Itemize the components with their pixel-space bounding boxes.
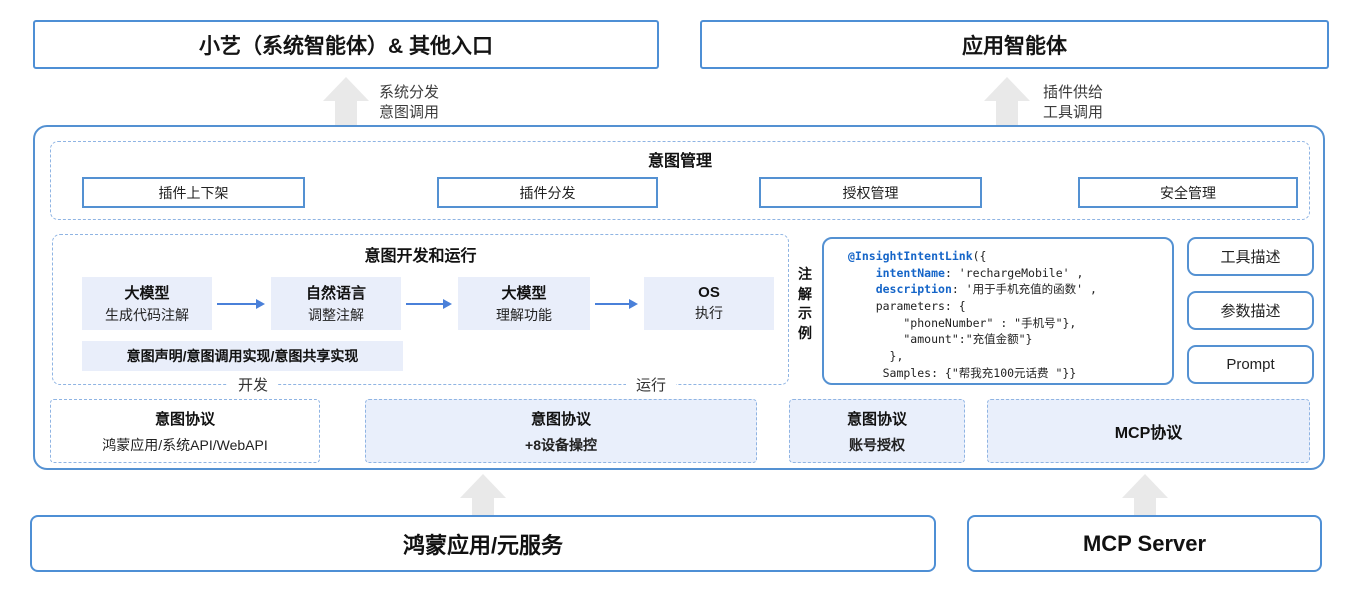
flow-step-title: 大模型 xyxy=(124,285,170,302)
xiaoyi-system-agent-box: 小艺（系统智能体）& 其他入口 xyxy=(33,20,659,69)
flow-step: 大模型生成代码注解 xyxy=(82,277,212,330)
flow-step-subtitle: 生成代码注解 xyxy=(105,307,189,323)
code-line: "phoneNumber" : "手机号"}, xyxy=(848,315,1168,332)
intent-dev-run-title: 意图开发和运行 xyxy=(364,248,477,265)
app-agent-label: 应用智能体 xyxy=(962,34,1067,58)
flow-step-subtitle: 理解功能 xyxy=(496,307,552,323)
mcp-server-box: MCP Server xyxy=(967,515,1322,572)
flow-step-subtitle: 调整注解 xyxy=(308,307,364,323)
flow-step-subtitle: 执行 xyxy=(695,305,723,321)
protocol-box: 意图协议鸿蒙应用/系统API/WebAPI xyxy=(50,399,320,463)
code-text xyxy=(848,282,876,296)
code-keyword: intentName xyxy=(875,265,945,280)
intent-implementation-label: 意图声明/意图调用实现/意图共享实现 xyxy=(82,341,403,371)
code-text: ({ xyxy=(972,249,987,263)
protocol-subtitle: +8设备操控 xyxy=(525,436,597,453)
up-arrow-icon xyxy=(460,474,506,515)
system-dispatch-arrow-label: 系统分发 意图调用 xyxy=(379,84,440,122)
code-line: Samples: {"帮我充100元话费 "}} xyxy=(848,365,1168,382)
protocol-title: 意图协议 xyxy=(530,410,591,428)
code-line: intentName: 'rechargeMobile' , xyxy=(848,265,1168,282)
flow-step-title: 大模型 xyxy=(501,285,547,302)
phase-label-run: 运行 xyxy=(625,376,677,396)
flow-arrow-icon xyxy=(217,299,265,309)
arrow-head-icon xyxy=(460,474,506,498)
protocol-title: MCP协议 xyxy=(1114,425,1183,442)
code-text: }, xyxy=(848,349,904,364)
flow-arrow-icon xyxy=(406,299,452,309)
flow-arrow-icon xyxy=(595,299,638,309)
code-text: : '用于手机充值的函数' , xyxy=(951,282,1097,297)
code-text: : 'rechargeMobile' , xyxy=(944,265,1084,280)
code-text: parameters: { xyxy=(848,299,966,314)
management-item: 插件上下架 xyxy=(82,177,305,208)
arrow-stem xyxy=(1134,498,1156,515)
protocol-title: 意图协议 xyxy=(846,410,907,428)
annotation-code-box: @InsightIntentLink({ intentName: 'rechar… xyxy=(822,237,1174,385)
protocol-box: 意图协议 +8设备操控 xyxy=(365,399,757,463)
harmony-app-label: 鸿蒙应用/元服务 xyxy=(402,532,564,558)
flow-step-title: 自然语言 xyxy=(305,285,366,302)
xiaoyi-system-agent-label: 小艺（系统智能体）& 其他入口 xyxy=(199,34,493,58)
protocol-box: MCP协议 xyxy=(987,399,1310,463)
protocol-title: 意图协议 xyxy=(154,410,215,428)
annotation-example-label: 注解示例 xyxy=(798,266,812,341)
code-text: Samples: {"帮我充100元话费 "}} xyxy=(848,365,1077,380)
protocol-box: 意图协议账号授权 xyxy=(789,399,965,463)
arrow-stem xyxy=(472,498,494,515)
capability-box: 工具描述 xyxy=(1187,237,1314,276)
code-keyword: description xyxy=(875,282,952,297)
arrow-head-icon xyxy=(323,77,369,101)
code-line: }, xyxy=(848,348,1168,365)
management-item: 插件分发 xyxy=(437,177,658,208)
flow-step-title: OS xyxy=(698,284,720,301)
capability-box: 参数描述 xyxy=(1187,291,1314,330)
arrow-head-icon xyxy=(984,77,1030,101)
flow-step: 大模型理解功能 xyxy=(458,277,590,330)
app-agent-box: 应用智能体 xyxy=(700,20,1329,69)
protocol-subtitle: 账号授权 xyxy=(849,436,905,453)
plugin-supply-arrow-label: 插件供给 工具调用 xyxy=(1043,84,1104,122)
management-item: 安全管理 xyxy=(1078,177,1298,208)
intent-dev-run-section: 意图开发和运行 意图声明/意图调用实现/意图共享实现 开发 运行 大模型生成代码… xyxy=(52,234,789,396)
flow-step: 自然语言调整注解 xyxy=(271,277,401,330)
management-item: 授权管理 xyxy=(759,177,982,208)
arrow-head-icon xyxy=(1122,474,1168,498)
intent-management-title: 意图管理 xyxy=(647,153,712,170)
code-line: "amount":"充值金额"} xyxy=(848,331,1168,348)
intent-management-section: 意图管理 插件上下架 插件分发 授权管理 安全管理 xyxy=(50,141,1310,220)
capability-box: Prompt xyxy=(1187,345,1314,384)
intent-framework-container: 意图管理 插件上下架 插件分发 授权管理 安全管理 意图开发和运行 意图声明/意图调用… xyxy=(33,125,1325,470)
code-text: "phoneNumber" : "手机号"}, xyxy=(848,315,1077,330)
code-keyword: @InsightIntentLink xyxy=(848,249,973,263)
code-line: @InsightIntentLink({ xyxy=(848,248,1168,265)
up-arrow-icon xyxy=(984,77,1030,125)
harmony-app-box: 鸿蒙应用/元服务 xyxy=(30,515,936,572)
code-line: parameters: { xyxy=(848,298,1168,315)
code-text: "amount":"充值金额"} xyxy=(848,332,1033,347)
arrow-stem xyxy=(335,101,357,125)
up-arrow-icon xyxy=(1122,474,1168,515)
flow-step: OS 执行 xyxy=(644,277,774,330)
code-line: description: '用于手机充值的函数' , xyxy=(848,281,1168,298)
mcp-server-label: MCP Server xyxy=(1082,530,1207,556)
protocol-subtitle: 鸿蒙应用/系统API/WebAPI xyxy=(102,436,268,453)
phase-label-dev: 开发 xyxy=(227,376,279,396)
arrow-stem xyxy=(996,101,1018,125)
code-text xyxy=(848,266,876,280)
up-arrow-icon xyxy=(323,77,369,125)
